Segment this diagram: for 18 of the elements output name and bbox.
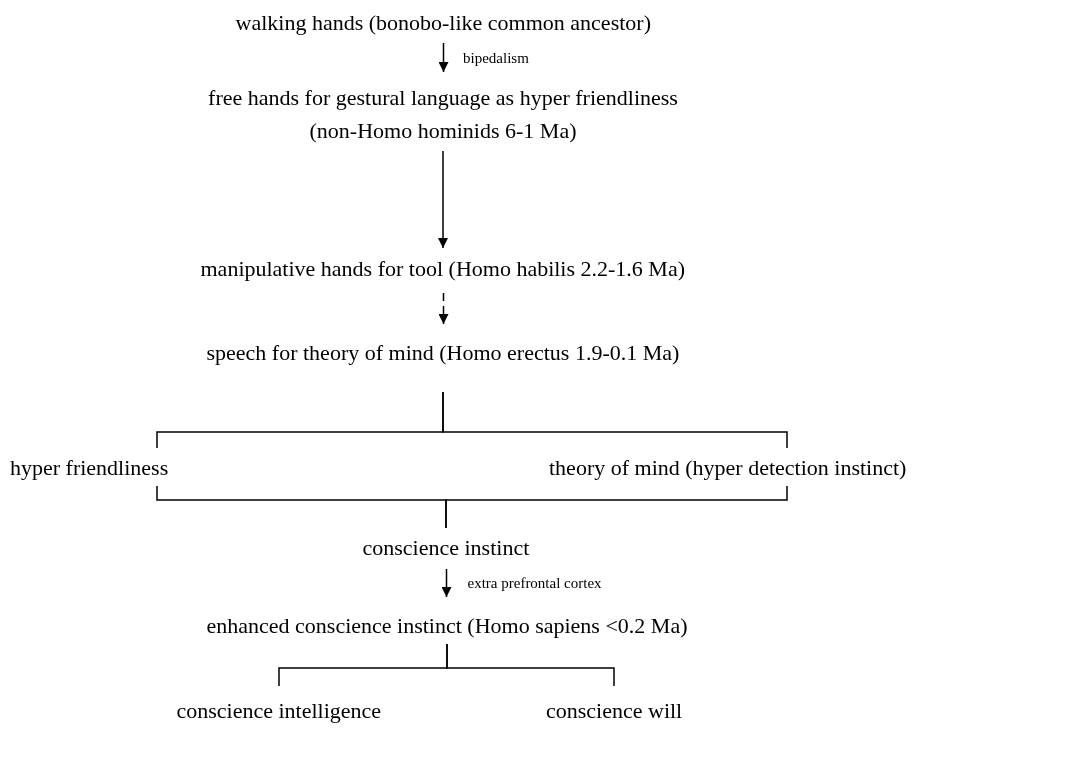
arrow	[438, 292, 449, 325]
arrow	[441, 568, 452, 598]
stage-text: theory of mind (hyper detection instinct)	[549, 451, 907, 484]
stage-text: hyper friendliness	[10, 451, 169, 484]
bracket-line	[445, 485, 788, 529]
edge-label: extra prefrontal cortex	[467, 574, 602, 592]
bracket-line	[446, 643, 615, 687]
stage-text: free hands for gestural language as hyper friendliness (non-Homo hominids 6-1 Ma)	[183, 81, 703, 147]
arrow	[438, 42, 449, 73]
stage-text: conscience intelligence	[176, 694, 382, 727]
stage-text: enhanced conscience instinct (Homo sapiens <0.2 Ma)	[206, 609, 688, 642]
stage-text: conscience will	[546, 694, 683, 727]
stage-text: speech for theory of mind (Homo erectus 1.9-0.1 Ma)	[206, 336, 680, 369]
arrow	[438, 150, 448, 249]
bracket-line	[442, 391, 788, 449]
stage-text: walking hands (bonobo-like common ancestor)	[235, 6, 651, 39]
stage-text: manipulative hands for tool (Homo habilis 2.2-1.6 Ma)	[200, 252, 686, 285]
stage-text: conscience instinct	[362, 531, 530, 564]
